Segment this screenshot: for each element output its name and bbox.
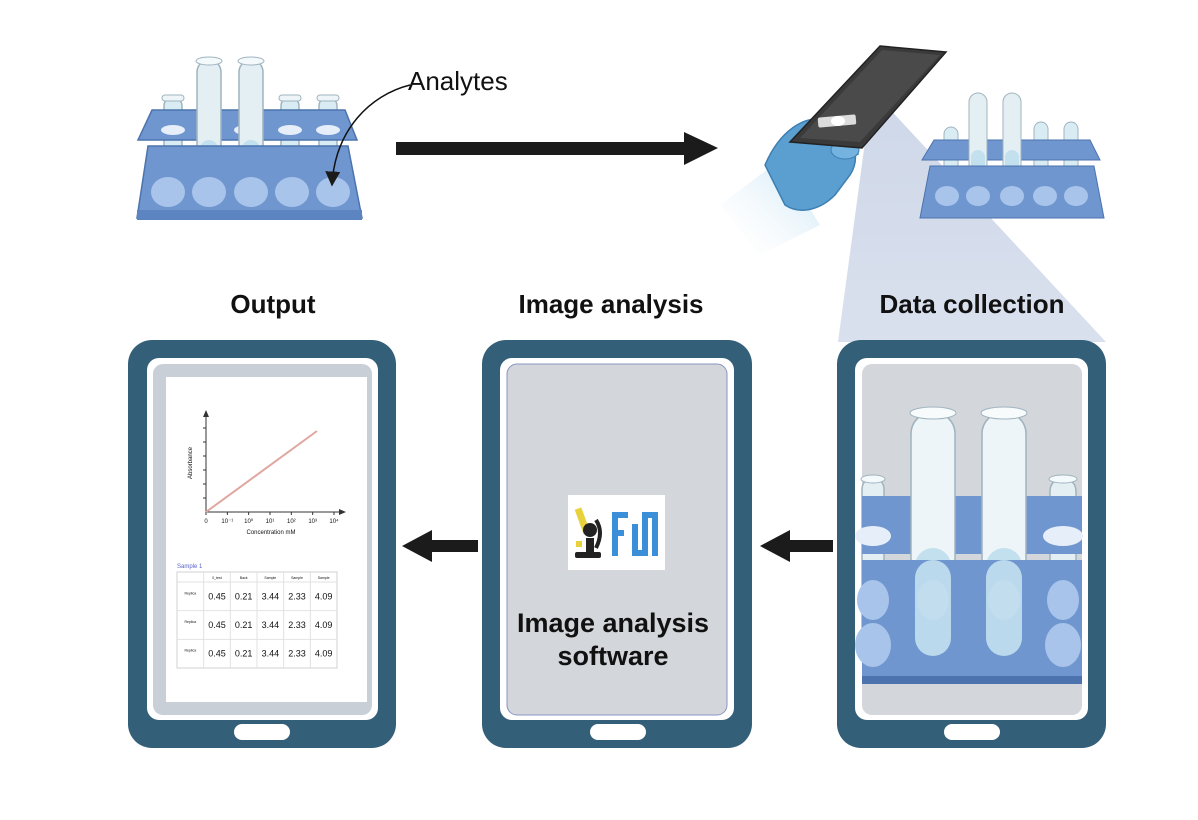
arrow-left-1: [402, 530, 478, 562]
x-tick-label: 10²: [287, 519, 296, 525]
home-button[interactable]: [590, 724, 646, 740]
x-tick-label: 10³: [308, 519, 317, 525]
software-title-line1: Image analysis: [517, 608, 709, 638]
x-tick-label: 10⁴: [329, 518, 339, 525]
table-cell: 2.33: [288, 591, 306, 601]
microscope-icon: [574, 507, 602, 558]
absorbance-chart: 0 10⁻¹ 10⁰ 10¹ 10² 10³ 10⁴ Absorbance Concentr…: [188, 410, 346, 536]
analytes-pointer: [325, 84, 411, 187]
sleeve: [720, 160, 820, 255]
table-header: 0_test: [212, 576, 222, 580]
x-tick-label: 0: [204, 519, 208, 525]
results-table: Sample 1 0_test Back Sample Sample SampleRep…: [176, 564, 338, 669]
table-cell: 4.09: [315, 591, 333, 601]
table-cell: 3.44: [262, 649, 280, 659]
table-header: Back: [240, 576, 248, 580]
table-cell: 4.09: [315, 620, 333, 630]
table-cell: 0.21: [235, 591, 253, 601]
table-cell: 0.21: [235, 620, 253, 630]
tablet-output: [128, 340, 396, 748]
calibration-line: [205, 430, 318, 513]
arrow-left-2: [760, 530, 833, 562]
stage-title-data-collection: Data collection: [880, 289, 1065, 319]
table-row-label: Replica: [184, 591, 196, 595]
x-tick-label: 10⁰: [244, 518, 254, 525]
x-axis-label: Concentration mM: [246, 530, 295, 536]
table-header: Sample: [264, 576, 276, 580]
home-button[interactable]: [234, 724, 290, 740]
test-tube-rack-left: [136, 56, 363, 220]
table-row-label: Replica: [184, 620, 196, 624]
stage-title-output: Output: [230, 289, 316, 319]
table-cell: 3.44: [262, 591, 280, 601]
arrow-right: [396, 132, 718, 165]
y-axis-label: Absorbance: [188, 446, 194, 479]
sample-label: Sample 1: [177, 564, 203, 570]
fiji-logo: [568, 495, 665, 570]
software-title-line2: software: [557, 641, 668, 671]
table-cell: 3.44: [262, 620, 280, 630]
table-cell: 0.45: [208, 591, 226, 601]
test-tube-rack-right: [919, 92, 1105, 219]
table-cell: 0.21: [235, 649, 253, 659]
table-cell: 0.45: [208, 620, 226, 630]
slide-device-icon: [788, 45, 948, 149]
table-cell: 0.45: [208, 649, 226, 659]
x-tick-label: 10¹: [266, 519, 275, 525]
zoomed-tube-rack: [855, 406, 1083, 684]
table-cell: 2.33: [288, 649, 306, 659]
fiji-letters-icon: [612, 512, 658, 556]
table-cell: 4.09: [315, 649, 333, 659]
table-header: Sample: [291, 576, 303, 580]
table-row-label: Replica: [184, 649, 196, 653]
stage-title-image-analysis: Image analysis: [519, 289, 704, 319]
table-cell: 2.33: [288, 620, 306, 630]
table-header: Sample: [318, 576, 330, 580]
analytes-label: Analytes: [408, 66, 508, 96]
x-tick-label: 10⁻¹: [221, 519, 233, 525]
home-button[interactable]: [944, 724, 1000, 740]
